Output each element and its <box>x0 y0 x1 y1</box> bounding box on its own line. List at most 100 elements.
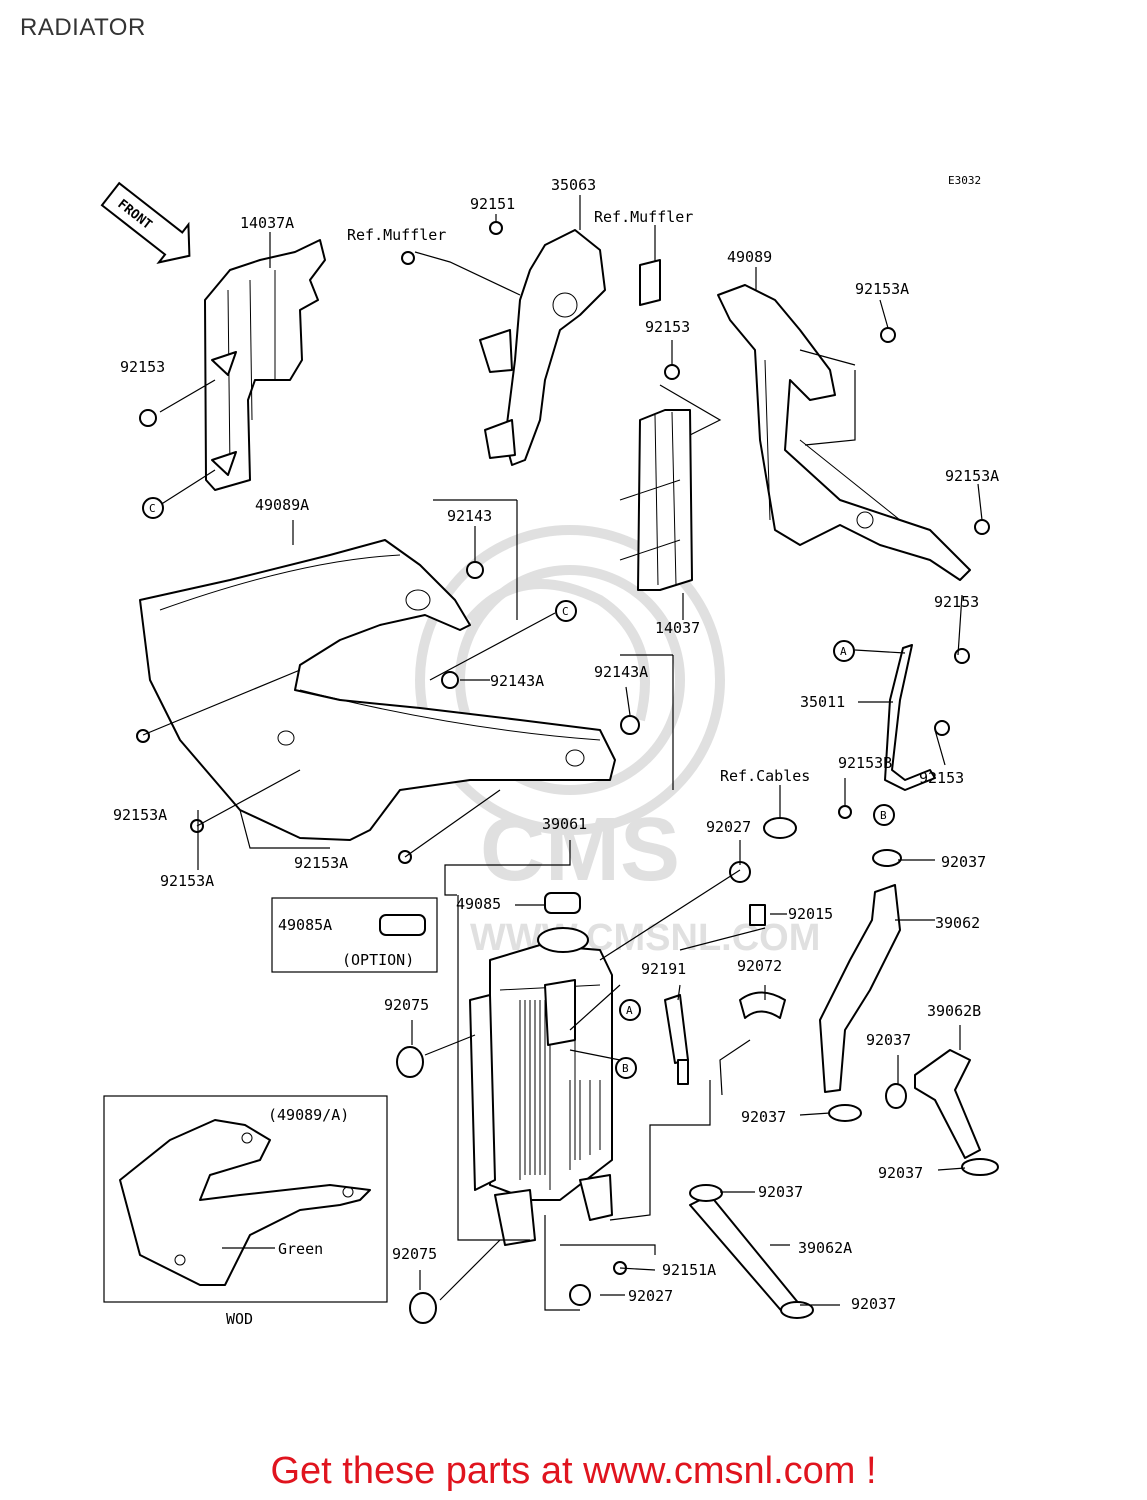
parts-diagram: CMS WWW.CMSNL.COM FRONT E3032 <box>100 174 999 1328</box>
label-92151a: 92151A <box>662 1261 716 1279</box>
label-39062b: 39062B <box>927 1002 981 1020</box>
label-92143: 92143 <box>447 507 492 525</box>
part-49089-shroud <box>717 284 971 581</box>
part-92037-clamp-3 <box>828 1104 862 1122</box>
part-labels: 14037A 92151 35063 Ref.Muffler Ref.Muffl… <box>113 176 999 1328</box>
grommet-92143a-1 <box>441 671 459 689</box>
front-arrow-icon: FRONT <box>100 181 191 264</box>
bolt-92153-3 <box>954 648 970 664</box>
watermark-logo: CMS <box>480 800 680 900</box>
option-box <box>271 897 438 973</box>
part-92075-grommet-1 <box>396 1046 424 1078</box>
bolt-92153-2 <box>664 364 680 380</box>
svg-text:B: B <box>622 1062 629 1075</box>
part-92027-clamp-top <box>763 817 797 839</box>
label-39061: 39061 <box>542 815 587 833</box>
label-92153a-3: 92153A <box>113 806 167 824</box>
label-inset-ref: (49089/A) <box>268 1106 349 1124</box>
svg-text:B: B <box>880 809 887 822</box>
bolt-92153a-1 <box>880 327 896 343</box>
part-39062b-hose <box>914 1049 981 1159</box>
label-92153a-4: 92153A <box>294 854 348 872</box>
bolt-92153-1 <box>139 409 157 427</box>
part-92037-clamp-6 <box>780 1301 814 1319</box>
part-35063-bracket <box>479 229 661 466</box>
part-35011-stay <box>884 644 936 791</box>
label-35011: 35011 <box>800 693 845 711</box>
small-parts <box>136 221 999 1324</box>
label-14037: 14037 <box>655 619 700 637</box>
bolt-92153-4 <box>934 720 950 736</box>
part-14037a-shroud <box>204 239 326 491</box>
callout-letters: C C A B A B <box>142 497 895 1079</box>
label-92153-3: 92153 <box>934 593 979 611</box>
label-92153-1: 92153 <box>645 318 690 336</box>
label-option: (OPTION) <box>342 951 414 969</box>
diagram-code: E3032 <box>948 174 981 187</box>
label-14037a: 14037A <box>240 214 294 232</box>
label-92153-4: 92153 <box>919 769 964 787</box>
part-92191-end <box>677 1059 689 1085</box>
label-92037-5: 92037 <box>758 1183 803 1201</box>
page-title: RADIATOR <box>20 14 146 41</box>
label-92037-6: 92037 <box>851 1295 896 1313</box>
label-inset-color: Green <box>278 1240 323 1258</box>
label-92153a-5: 92153A <box>160 872 214 890</box>
label-49085: 49085 <box>456 895 501 913</box>
part-39062a-hose <box>689 1194 801 1316</box>
leader-lines <box>142 195 983 1311</box>
bolt-92153a-2 <box>974 519 990 535</box>
label-92143a-2: 92143A <box>594 663 648 681</box>
callout-b-2: B <box>615 1057 637 1079</box>
bolt-92153a-3 <box>136 729 150 743</box>
callout-b-1: B <box>873 804 895 826</box>
label-92151: 92151 <box>470 195 515 213</box>
label-ref-muffler-1: Ref.Muffler <box>347 226 446 244</box>
label-49089a: 49089A <box>255 496 309 514</box>
label-ref-muffler-2: Ref.Muffler <box>594 208 693 226</box>
part-92037-clamp-2 <box>885 1083 907 1109</box>
label-92075-2: 92075 <box>392 1245 437 1263</box>
label-92143a-1: 92143A <box>490 672 544 690</box>
label-49089: 49089 <box>727 248 772 266</box>
bolt-92151 <box>489 221 503 235</box>
grommet-92143a-2 <box>620 715 640 735</box>
label-92153a-2: 92153A <box>945 467 999 485</box>
label-39062a: 39062A <box>798 1239 852 1257</box>
callout-a-2: A <box>619 999 641 1021</box>
label-inset-caption: WOD <box>226 1310 253 1328</box>
part-92037-clamp-5 <box>689 1184 723 1202</box>
label-39062: 39062 <box>935 914 980 932</box>
label-92027-2: 92027 <box>628 1287 673 1305</box>
part-39062-hose <box>819 884 901 1093</box>
part-92037-clamp-1 <box>872 849 902 867</box>
part-92191-hose <box>664 994 689 1064</box>
bolt-ref-muffler <box>401 251 415 265</box>
label-92072: 92072 <box>737 957 782 975</box>
label-49085a: 49085A <box>278 916 332 934</box>
part-92072-clamp <box>739 991 786 1019</box>
label-92037-1: 92037 <box>941 853 986 871</box>
bolt-92153b <box>838 805 852 819</box>
svg-text:C: C <box>562 605 569 618</box>
callout-c-1: C <box>142 497 164 519</box>
label-92191: 92191 <box>641 960 686 978</box>
part-92027-2 <box>569 1284 591 1306</box>
svg-text:A: A <box>626 1004 633 1017</box>
part-49089a-shroud <box>139 539 616 841</box>
label-92075-1: 92075 <box>384 996 429 1014</box>
part-radiator <box>469 927 613 1246</box>
label-92037-3: 92037 <box>741 1108 786 1126</box>
label-92037-2: 92037 <box>866 1031 911 1049</box>
label-92015: 92015 <box>788 905 833 923</box>
part-92075-grommet-2 <box>409 1292 437 1324</box>
footer-cta-link[interactable]: Get these parts at www.cmsnl.com ! <box>270 1450 877 1492</box>
label-92153b: 92153B <box>838 754 892 772</box>
part-92015-clip <box>749 904 766 926</box>
label-92027-1: 92027 <box>706 818 751 836</box>
label-92037-4: 92037 <box>878 1164 923 1182</box>
svg-text:A: A <box>840 645 847 658</box>
part-49085 <box>544 892 581 914</box>
svg-text:C: C <box>149 502 156 515</box>
callout-c-2: C <box>555 600 577 622</box>
